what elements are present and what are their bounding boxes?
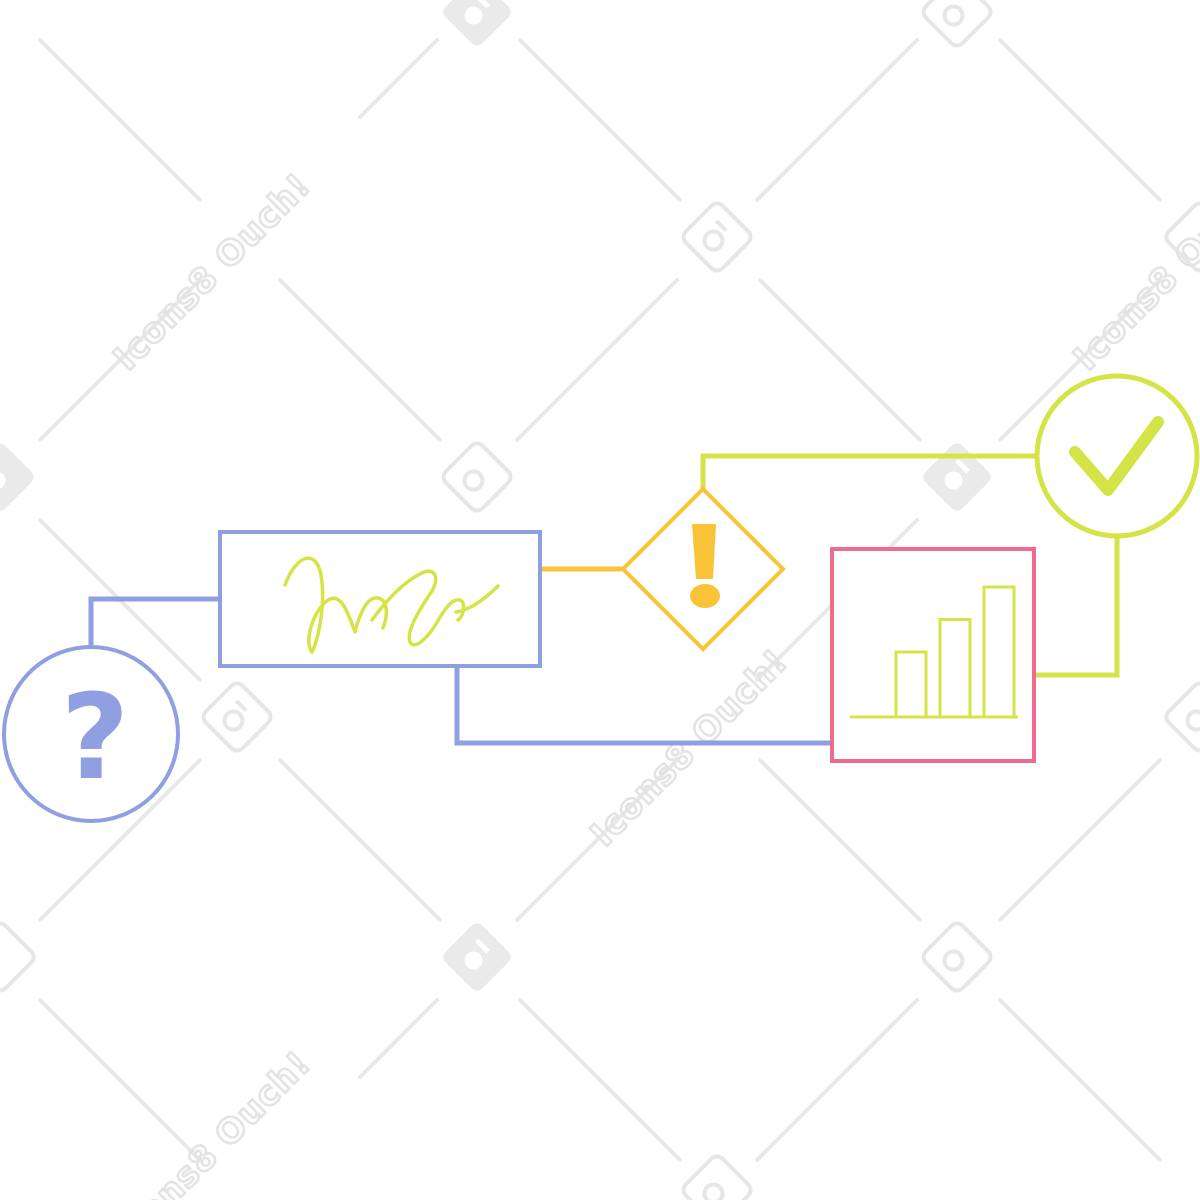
watermark-logo-icon — [921, 0, 993, 48]
checkmark-icon — [1069, 416, 1164, 496]
chart-node — [830, 547, 1036, 763]
watermark-line — [998, 38, 1162, 202]
watermark-line — [998, 758, 1162, 922]
watermark-logo-icon — [443, 923, 511, 991]
signature-icon — [283, 556, 500, 654]
document-node — [218, 530, 542, 668]
watermark-line — [998, 278, 1162, 442]
watermark-line — [278, 278, 442, 442]
exclamation-mark-icon — [690, 524, 720, 608]
bar-chart-bar — [982, 585, 1016, 719]
connector-document-to-chart — [454, 666, 832, 746]
watermark-logo-icon — [441, 441, 513, 513]
watermark-text: Icons8 Ouch! — [583, 641, 796, 854]
watermark-logo-icon — [201, 681, 273, 753]
watermark-lines — [38, 38, 1162, 1162]
connector-warning-to-approved — [700, 453, 1037, 489]
connectors — [88, 453, 1120, 746]
watermark-logo-icon — [1164, 681, 1200, 753]
watermark-line — [998, 998, 1162, 1162]
warning-node — [620, 486, 786, 652]
watermark-line — [358, 38, 439, 119]
connector-question-to-document — [88, 596, 220, 647]
approved-node — [1034, 373, 1200, 539]
bar-chart-bar — [894, 650, 928, 719]
watermark-line — [758, 278, 922, 442]
watermark-line — [755, 38, 919, 202]
watermark-logo-icon — [921, 921, 993, 993]
watermark-line — [518, 998, 682, 1162]
connector-chart-to-approved — [1034, 536, 1120, 678]
watermark-line — [755, 998, 919, 1162]
bar-chart-bar — [938, 618, 972, 719]
question-mark-icon: ? — [61, 668, 129, 806]
watermark-line — [38, 38, 202, 202]
watermark-text: Icons8 Ouch! — [106, 165, 319, 378]
question-circle — [2, 645, 180, 823]
watermark-logo-icon — [681, 201, 753, 273]
watermark-logo-icon — [0, 921, 36, 993]
watermark-line — [38, 998, 202, 1162]
bar-chart-icon — [850, 585, 1018, 719]
watermark-line — [515, 278, 679, 442]
question-node: ? — [2, 645, 180, 823]
watermark-line — [358, 998, 439, 1079]
watermark-logo-icon — [0, 443, 34, 511]
chart-box — [830, 547, 1036, 763]
watermark-logo-icon — [443, 0, 511, 46]
watermark-line — [278, 758, 442, 922]
watermark-logo-icon — [923, 443, 991, 511]
watermark-text: Icons8 Ouch! — [1066, 165, 1200, 378]
watermark-line — [38, 758, 202, 922]
watermark-logo-icon — [681, 1154, 753, 1200]
watermark-line — [515, 758, 679, 922]
approved-circle — [1034, 373, 1200, 539]
watermark-line — [518, 38, 682, 202]
watermark-line — [38, 278, 202, 442]
watermark-logo-icon — [1164, 201, 1200, 273]
watermark-text: Icons8 Ouch! — [106, 1043, 319, 1200]
watermark-line — [758, 758, 922, 922]
